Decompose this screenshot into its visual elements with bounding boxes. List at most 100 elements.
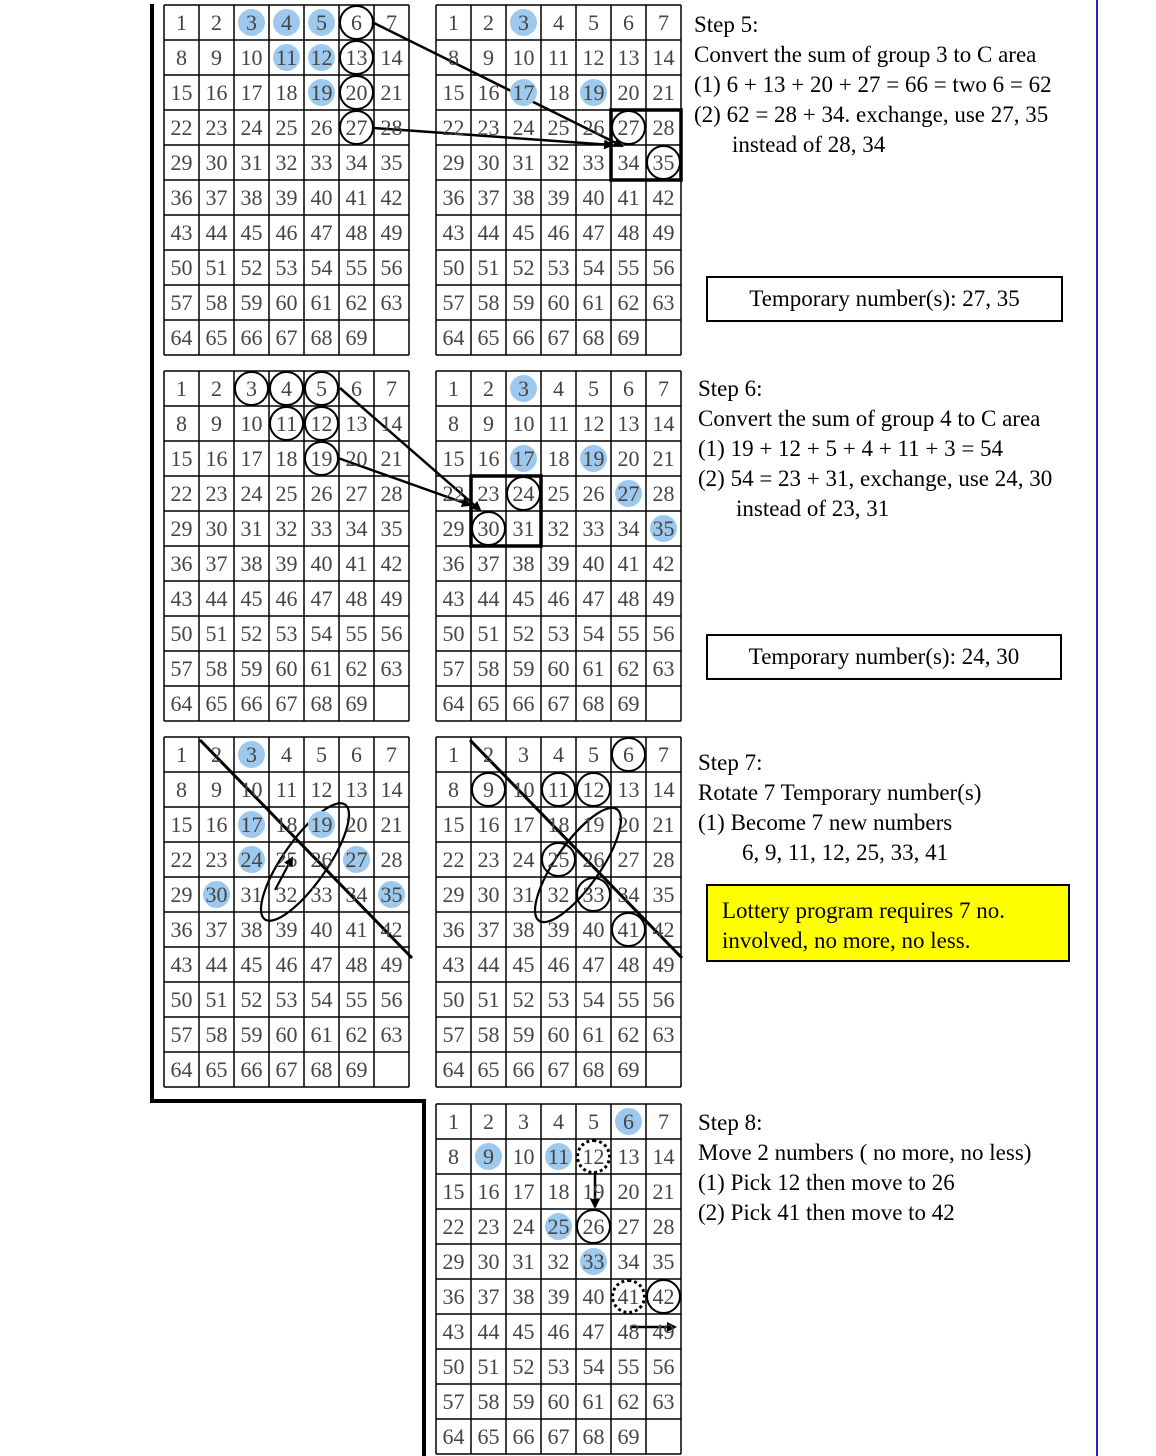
cell-number: 3 (518, 9, 529, 35)
grid-cell-58: 58 (199, 1017, 234, 1052)
grid-cell-39: 39 (269, 180, 304, 215)
cell-number: 20 (617, 811, 640, 837)
grid-cell-37: 37 (471, 546, 506, 581)
grid-cell-44: 44 (199, 581, 234, 616)
grid-cell-18: 18 (541, 75, 576, 110)
grid-cell-40: 40 (576, 1279, 611, 1314)
cell-number: 11 (547, 44, 570, 70)
grid-cell-48: 48 (339, 947, 374, 982)
grid-cell-36: 36 (164, 546, 199, 581)
cell-number: 10 (240, 776, 263, 802)
cell-number: 51 (205, 254, 228, 280)
cell-number: 35 (380, 149, 403, 175)
grid-cell-33: 33 (304, 145, 339, 180)
cell-number: 46 (275, 219, 298, 245)
grid-cell-5: 5 (576, 5, 611, 40)
cell-number: 68 (310, 690, 333, 716)
cell-number: 42 (652, 184, 675, 210)
cell-number: 65 (205, 1056, 228, 1082)
cell-number: 43 (170, 951, 193, 977)
cell-number: 22 (170, 480, 193, 506)
cell-number: 54 (582, 254, 605, 280)
cell-number: 29 (170, 149, 193, 175)
cell-number: 18 (275, 811, 298, 837)
cell-number: 31 (512, 881, 535, 907)
grid-cell-7: 7 (646, 737, 681, 772)
grid-cell-42: 42 (374, 180, 409, 215)
cell-number: 62 (345, 655, 368, 681)
grid-cell-22: 22 (164, 110, 199, 145)
grid-cell-20: 20 (611, 75, 646, 110)
cell-number: 24 (512, 114, 535, 140)
grid-cell-53: 53 (541, 250, 576, 285)
grid-cell-42: 42 (646, 546, 681, 581)
cell-number: 18 (275, 79, 298, 105)
cell-number: 63 (652, 1388, 675, 1414)
cell-number: 54 (310, 254, 333, 280)
cell-number: 31 (512, 1248, 535, 1274)
grid-cell-41: 41 (339, 912, 374, 947)
cell-number: 8 (448, 776, 459, 802)
cell-number: 29 (442, 1248, 465, 1274)
grid-cell-48: 48 (339, 215, 374, 250)
grid-cell-61: 61 (576, 1384, 611, 1419)
cell-number: 53 (275, 620, 298, 646)
grid-cell-18: 18 (541, 441, 576, 476)
cell-number: 19 (310, 811, 333, 837)
grid-cell-10: 10 (234, 406, 269, 441)
grid-cell-44: 44 (471, 1314, 506, 1349)
cell-number: 7 (658, 9, 669, 35)
cell-number: 67 (275, 690, 298, 716)
cell-number: 40 (582, 916, 605, 942)
circle-mark (339, 75, 374, 110)
grid-cell-46: 46 (541, 947, 576, 982)
cell-number: 6 (623, 1108, 634, 1134)
grid-cell-68: 68 (304, 1052, 339, 1087)
grid-cell-60: 60 (269, 651, 304, 686)
grid-cell-35: 35 (374, 145, 409, 180)
step5-line4: instead of 28, 34 (732, 132, 886, 157)
grid-cell-62: 62 (339, 1017, 374, 1052)
grid-cell-68: 68 (576, 320, 611, 355)
grid-cell-24: 24 (506, 110, 541, 145)
grid-cell-3: 3 (506, 371, 541, 406)
grid-cell-33: 33 (576, 511, 611, 546)
cell-number: 23 (477, 846, 500, 872)
cell-number: 38 (512, 550, 535, 576)
grid-cell-58: 58 (471, 1384, 506, 1419)
grid-cell-49: 49 (646, 215, 681, 250)
cell-number: 3 (246, 9, 257, 35)
grid-cell-21: 21 (646, 807, 681, 842)
grid-cell-12: 12 (576, 40, 611, 75)
grid-cell-16: 16 (471, 1174, 506, 1209)
grid-cell-3: 3 (234, 737, 269, 772)
cell-number: 58 (205, 1021, 228, 1047)
grid-cell-45: 45 (506, 1314, 541, 1349)
grid-cell-26: 26 (576, 842, 611, 877)
cell-number: 29 (170, 515, 193, 541)
grid-cell-22: 22 (436, 1209, 471, 1244)
grid-cell-48: 48 (339, 581, 374, 616)
dotted-circle-mark (576, 1139, 611, 1174)
arrow-5-to-24 (339, 387, 482, 512)
grid-cell-21: 21 (646, 1174, 681, 1209)
grid-cell-69: 69 (611, 686, 646, 721)
cell-number: 21 (652, 1178, 675, 1204)
cell-number: 2 (211, 375, 222, 401)
cell-number: 10 (240, 44, 263, 70)
grid-cell-31: 31 (234, 877, 269, 912)
grid-cell-61: 61 (304, 1017, 339, 1052)
grid-cell-58: 58 (471, 1017, 506, 1052)
grid-cell-14: 14 (646, 406, 681, 441)
cell-number: 57 (170, 655, 193, 681)
grid-cell-34: 34 (611, 511, 646, 546)
step7-line3: 6, 9, 11, 12, 25, 33, 41 (742, 840, 949, 865)
grid-cell-51: 51 (199, 250, 234, 285)
cell-number: 11 (547, 410, 570, 436)
grid-cell-2: 2 (199, 737, 234, 772)
cell-number: 66 (512, 1423, 535, 1449)
cell-number: 57 (442, 655, 465, 681)
grid-cell-57: 57 (164, 1017, 199, 1052)
grid-cell-23: 23 (471, 476, 506, 511)
